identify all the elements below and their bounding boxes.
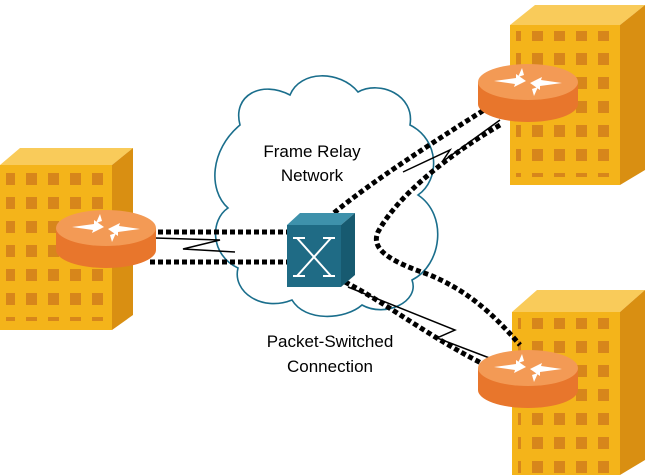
bottom-right-router-icon <box>478 350 578 408</box>
serial-link-left <box>154 237 236 253</box>
left-router-icon <box>56 210 156 268</box>
vc-switch-to-bottom-right <box>343 279 502 375</box>
cloud-label-line1: Frame Relay <box>263 142 361 161</box>
serial-link-bottom-right <box>347 286 501 363</box>
top-right-router-icon <box>478 64 578 122</box>
cloud-label-line2: Network <box>281 166 344 185</box>
frame-relay-switch-icon <box>287 213 355 287</box>
vc-switch-to-top-right <box>326 97 502 220</box>
vc-left-to-top-right <box>373 122 522 347</box>
top-right-building-icon <box>510 5 645 185</box>
connection-label-line1: Packet-Switched <box>267 332 394 351</box>
frame-relay-cloud-icon <box>214 75 439 318</box>
virtual-circuits <box>150 97 522 375</box>
connection-label-line2: Connection <box>287 357 373 376</box>
